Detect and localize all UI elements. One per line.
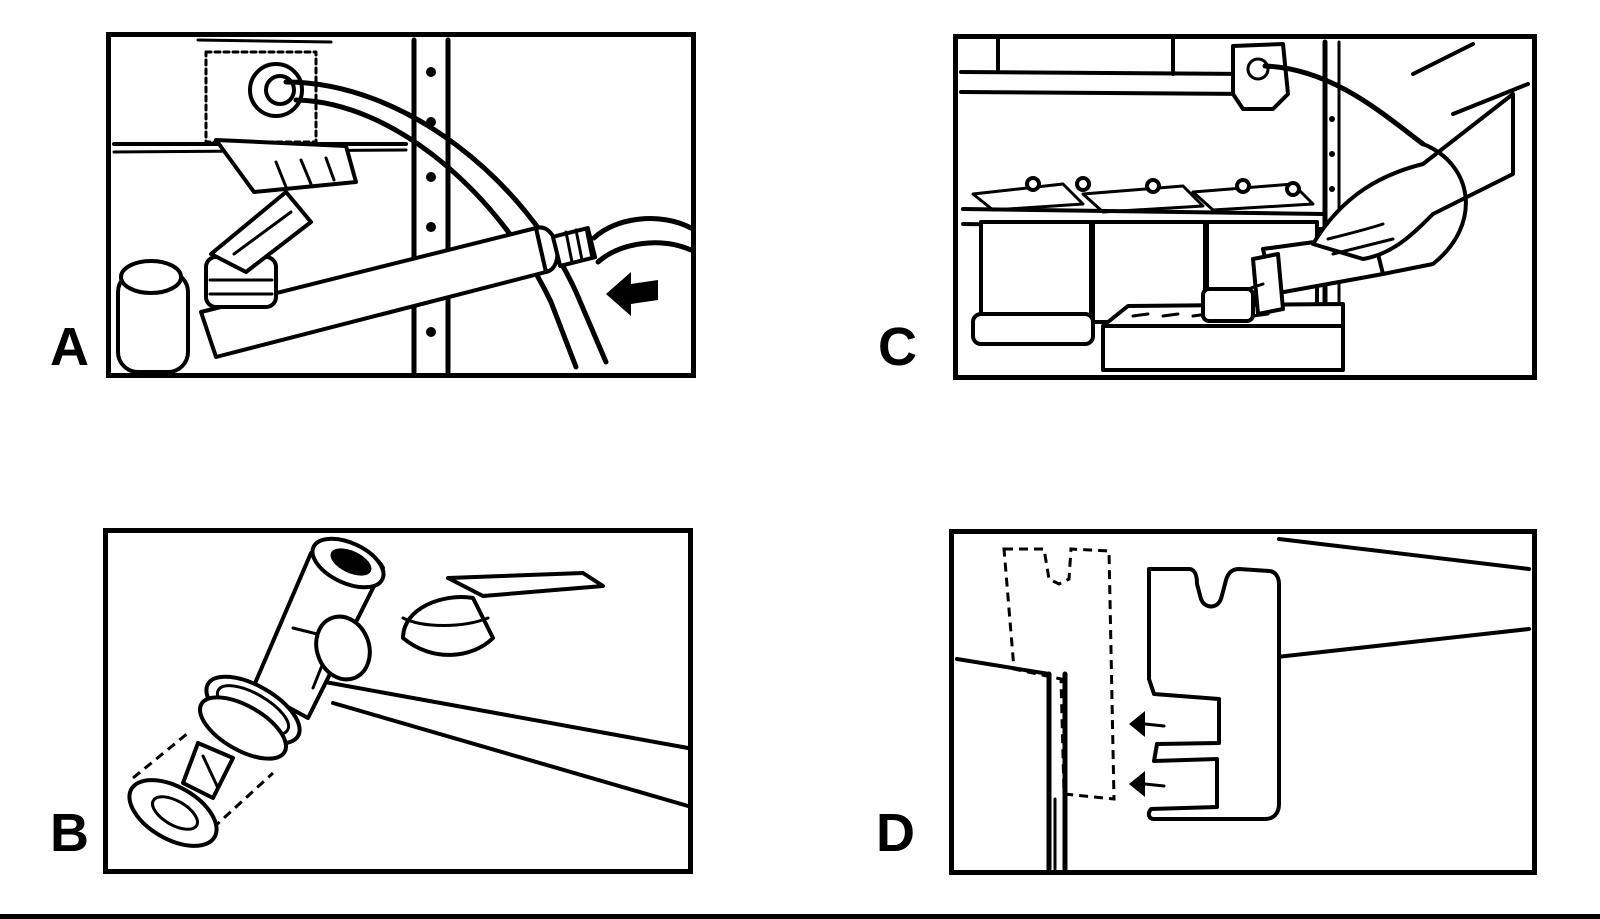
panel-a <box>106 32 696 378</box>
panel-label-a: A <box>50 317 89 377</box>
panel-a-illustration <box>106 32 696 378</box>
bottom-rule <box>0 914 1600 919</box>
panel-d-illustration <box>949 529 1537 875</box>
panel-label-c: C <box>878 317 917 377</box>
panel-label-b: B <box>50 803 89 863</box>
panel-b-illustration <box>103 528 693 874</box>
panel-c <box>953 34 1537 380</box>
panel-label-d: D <box>876 803 915 863</box>
panel-d <box>949 529 1537 875</box>
panel-b <box>103 528 693 874</box>
panel-c-illustration <box>953 34 1537 380</box>
